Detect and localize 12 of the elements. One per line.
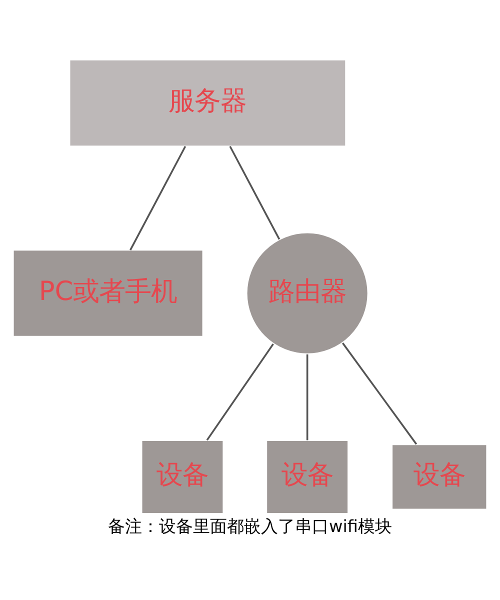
caption: 备注：设备里面都嵌入了串口wifi模块 [108, 515, 392, 536]
connector [130, 145, 186, 250]
node-box: 服务器 [69, 58, 346, 146]
node-box: PC或者手机 [12, 248, 204, 337]
node-circle: 路由器 [246, 232, 369, 354]
node-box: 设备 [141, 439, 224, 514]
connector [206, 343, 274, 440]
node-box: 设备 [266, 439, 349, 514]
node-box: 设备 [391, 443, 488, 510]
connector [306, 354, 308, 440]
connector [342, 342, 418, 444]
connector [229, 145, 280, 240]
